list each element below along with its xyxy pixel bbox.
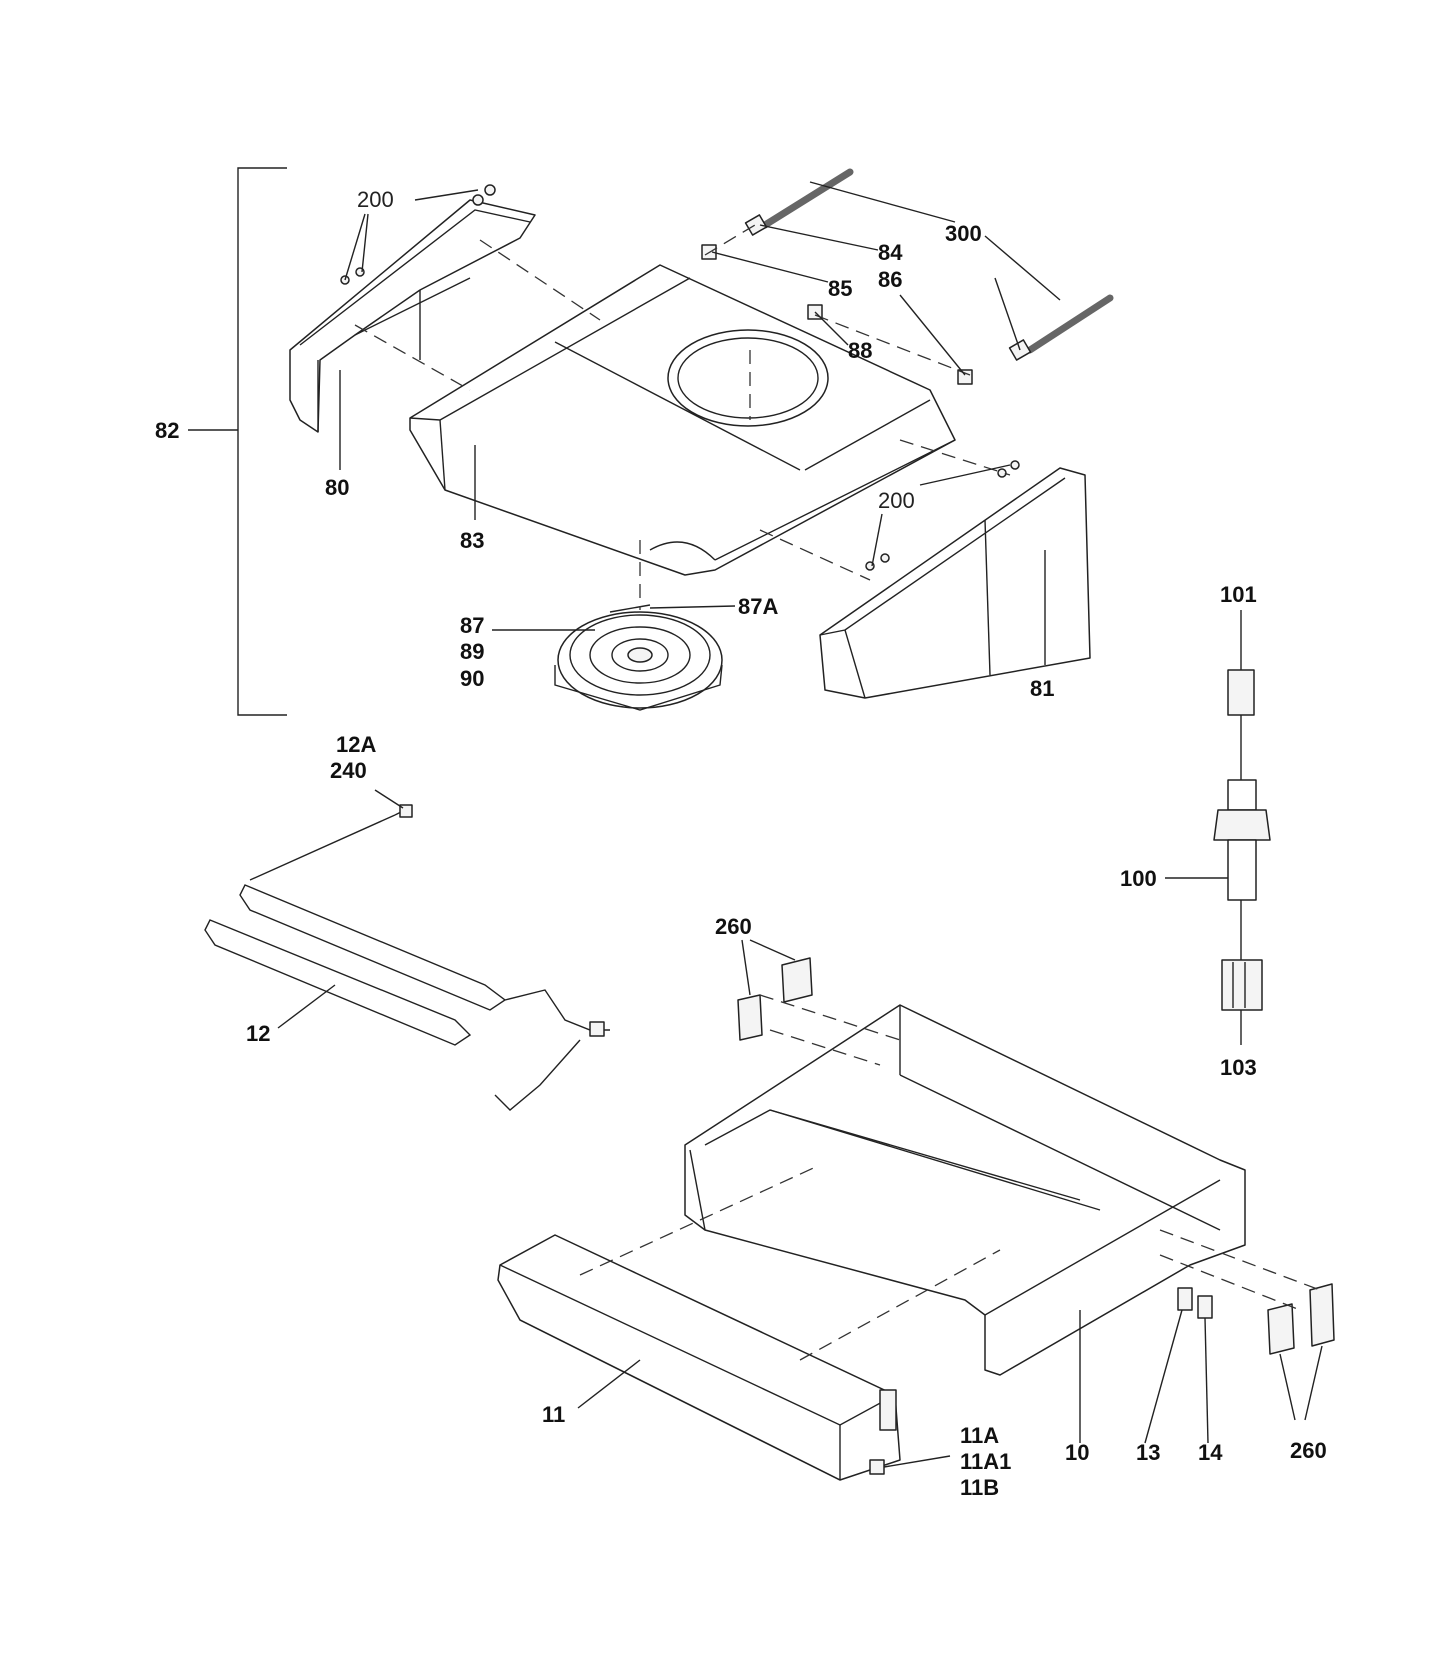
callout-200-top: 200 (357, 187, 394, 212)
callout-10: 10 (1065, 1440, 1089, 1465)
top-cover-83 (409, 264, 956, 576)
callout-90: 90 (460, 666, 484, 691)
callout-101: 101 (1220, 582, 1257, 607)
assembly-bracket-82 (188, 167, 287, 716)
callout-14: 14 (1198, 1440, 1223, 1465)
lower-alignment-lines (579, 994, 1321, 1361)
callout-11B: 11B (960, 1475, 999, 1500)
callout-12A: 12A (336, 732, 376, 757)
callout-103: 103 (1220, 1055, 1257, 1080)
heater-tube-12 (204, 804, 610, 1111)
fasteners (340, 184, 1032, 571)
housing-10 (684, 1004, 1246, 1376)
callout-87A: 87A (738, 594, 778, 619)
left-side-cover-80 (289, 199, 536, 433)
fan-assembly-87 (554, 604, 723, 711)
callout-87: 87 (460, 613, 484, 638)
callout-83: 83 (460, 528, 484, 553)
rods-300 (761, 168, 1114, 354)
callout-82: 82 (155, 418, 179, 443)
callout-12: 12 (246, 1021, 270, 1046)
callout-260-bottom: 260 (1290, 1438, 1327, 1463)
callout-81: 81 (1030, 676, 1054, 701)
right-side-cover-81 (819, 467, 1091, 699)
callout-13: 13 (1136, 1440, 1160, 1465)
callout-11: 11 (542, 1402, 565, 1427)
callout-200-right: 200 (878, 488, 915, 513)
callout-88: 88 (848, 338, 872, 363)
callout-11A: 11A (960, 1423, 999, 1448)
callout-85: 85 (828, 276, 852, 301)
part-callouts: 200 300 84 85 86 88 82 80 83 200 81 87A … (155, 187, 1327, 1500)
callout-100: 100 (1120, 866, 1157, 891)
callout-84: 84 (878, 240, 903, 265)
leader-lines (277, 181, 1323, 1468)
callout-260-top: 260 (715, 914, 752, 939)
switches-13-14 (1177, 1287, 1213, 1319)
callout-240: 240 (330, 758, 367, 783)
callout-11A1: 11A1 (960, 1449, 1011, 1474)
coil-11 (497, 1234, 901, 1481)
callout-80: 80 (325, 475, 349, 500)
callout-86: 86 (878, 267, 902, 292)
callout-89: 89 (460, 639, 484, 664)
spacer-plates-260 (737, 957, 1335, 1355)
callout-300: 300 (945, 221, 982, 246)
connector-assembly-100 (1213, 669, 1271, 1011)
